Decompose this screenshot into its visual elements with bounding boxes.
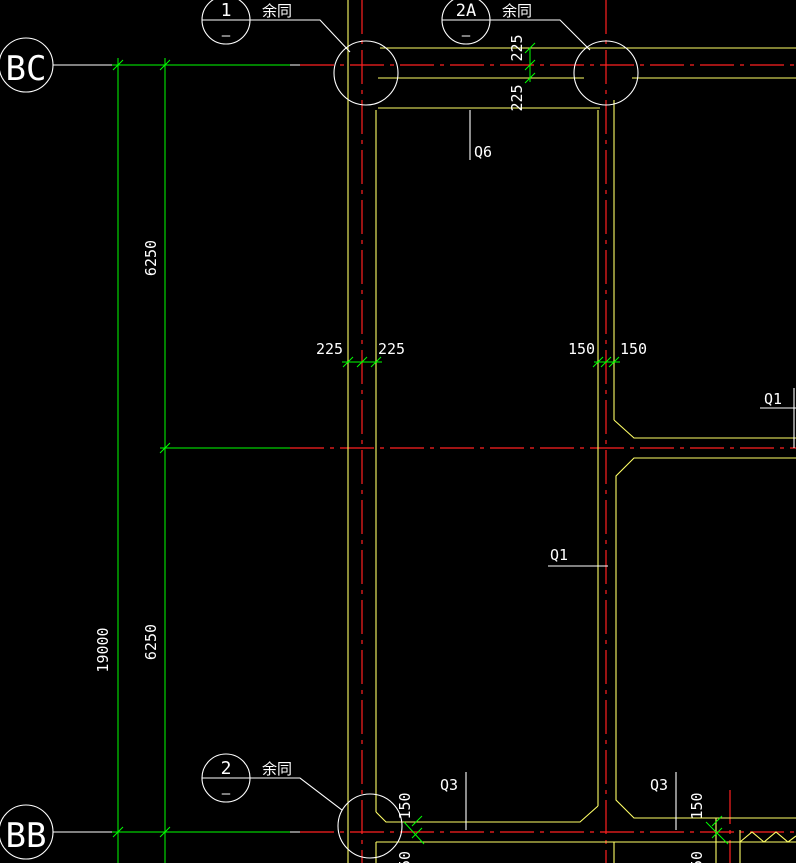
detail-bubble-1-number: 1 [221, 0, 232, 21]
dim-bottom-wall-line-1 [403, 821, 425, 845]
detail-bubble-2-sub: — [222, 786, 231, 802]
column-circle-2a[interactable] [573, 40, 639, 106]
dim-bottom-wall-tick-4 [711, 827, 723, 839]
wall-q1-lower [615, 457, 796, 819]
wall-bottom-zigzag [739, 831, 796, 843]
dim-left-wall-tick-c [370, 356, 382, 368]
dim-top-wall-tick-b [524, 59, 536, 71]
detail-leaders [250, 19, 796, 830]
wall-tag-q1-mid[interactable]: Q1 [550, 546, 568, 564]
detail-bubble-2a-number: 2A [456, 1, 476, 21]
wall-tag-q1-right[interactable]: Q1 [764, 390, 782, 408]
dim-top-wall-tick-a [524, 42, 536, 54]
wall-tags: Q6 Q1 Q1 Q3 Q3 [440, 143, 782, 794]
dim-bottom-wall-4-text: 50 [688, 851, 706, 863]
dim-tick-4 [112, 826, 124, 838]
dim-top-wall-lower-text: 225 [508, 84, 526, 111]
axis-label-bc: BC [6, 49, 47, 89]
dim-mid-wall-tick-c [608, 356, 620, 368]
dim-left-wall-right-text: 225 [378, 340, 405, 358]
wall-tag-q6[interactable]: Q6 [474, 143, 492, 161]
leader-detail-2 [250, 777, 343, 811]
wall-q1-upper [613, 419, 796, 439]
dimension-texts: 19000 6250 6250 225 225 225 225 150 150 … [94, 34, 706, 863]
dim-top-wall-upper-text: 225 [508, 34, 526, 61]
dim-bottom-wall-2-text: 50 [396, 851, 414, 863]
dim-total-text: 19000 [94, 627, 112, 672]
column-circle-1[interactable] [333, 40, 399, 106]
axis-label-bb: BB [6, 816, 47, 856]
detail-bubble-1-sub: — [222, 28, 231, 44]
detail-bubble-2-label: 余同 [262, 760, 292, 778]
leader-detail-2a [490, 19, 591, 51]
dim-mid-wall-tick-b [600, 356, 612, 368]
dim-left-wall-tick-b [356, 356, 368, 368]
dim-upper-text: 6250 [142, 240, 160, 276]
column-circle-2[interactable] [337, 793, 403, 859]
column-circles [333, 40, 639, 859]
dim-mid-wall-tick-a [592, 356, 604, 368]
dim-tick-5 [159, 826, 171, 838]
dim-bottom-wall-1-text: 150 [396, 792, 414, 819]
dim-mid-wall-right-text: 150 [620, 340, 647, 358]
detail-bubble-2a[interactable]: 2A — 余同 [441, 0, 532, 45]
dim-bottom-wall-tick-3 [711, 815, 723, 827]
dimension-lines [112, 42, 729, 863]
dim-top-wall-tick-c [524, 72, 536, 84]
dim-mid-wall-left-text: 150 [568, 340, 595, 358]
wall-tag-q3-right[interactable]: Q3 [650, 776, 668, 794]
detail-bubble-2a-label: 余同 [502, 2, 532, 20]
leader-detail-1 [250, 19, 351, 53]
detail-bubble-2a-sub: — [462, 28, 471, 44]
axis-lines [290, 0, 796, 863]
wall-bottom-inner [375, 805, 599, 823]
detail-bubble-2[interactable]: 2 — 余同 [201, 753, 292, 803]
detail-bubble-1-label: 余同 [262, 2, 292, 20]
detail-bubble-2-number: 2 [221, 758, 232, 779]
dim-bottom-wall-3-text: 150 [688, 792, 706, 819]
detail-bubble-1[interactable]: 1 — 余同 [201, 0, 292, 45]
dim-tick-3 [159, 442, 171, 454]
dim-left-wall-tick-a [342, 356, 354, 368]
dim-left-wall-left-text: 225 [316, 340, 343, 358]
dim-bottom-wall-tick-1 [411, 815, 423, 827]
wall-tag-q3-left[interactable]: Q3 [440, 776, 458, 794]
dim-tick-2 [159, 59, 171, 71]
dim-lower-text: 6250 [142, 624, 160, 660]
dim-bottom-wall-tick-2 [411, 827, 423, 839]
dim-tick-1 [112, 59, 124, 71]
wall-outlines [347, 0, 796, 863]
